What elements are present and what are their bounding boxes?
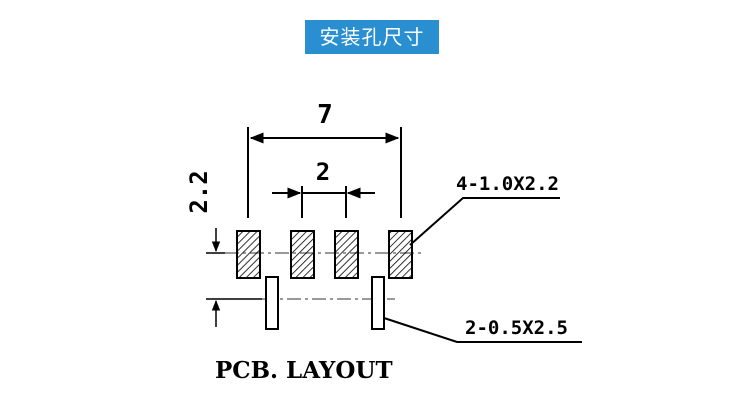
large-pad-3 [334,230,359,279]
small-slot-1 [265,276,279,330]
small-slot-leader-line [383,317,582,343]
pcb-layout-label: PCB. LAYOUT [215,357,393,384]
large-pad-leader-line [409,197,560,246]
large-pad-1 [236,230,261,279]
large-pad-4 [388,230,413,279]
overall-width-label: 7 [317,100,333,130]
pitch-label: 2 [316,158,330,186]
large-pads [236,230,413,279]
pitch-dimension: 2 [272,158,375,218]
small-slots [265,276,385,330]
large-pad-callout-label: 4-1.0X2.2 [456,173,559,195]
small-slot-2 [371,276,385,330]
height-label: 2.2 [185,170,213,213]
small-slot-callout-label: 2-0.5X2.5 [465,317,568,339]
large-pad-callout: 4-1.0X2.2 [409,173,560,246]
overall-width-dimension: 7 [247,100,402,218]
page-title: 安装孔尺寸 [305,20,439,54]
small-slot-callout: 2-0.5X2.5 [383,317,582,343]
large-pad-2 [290,230,315,279]
